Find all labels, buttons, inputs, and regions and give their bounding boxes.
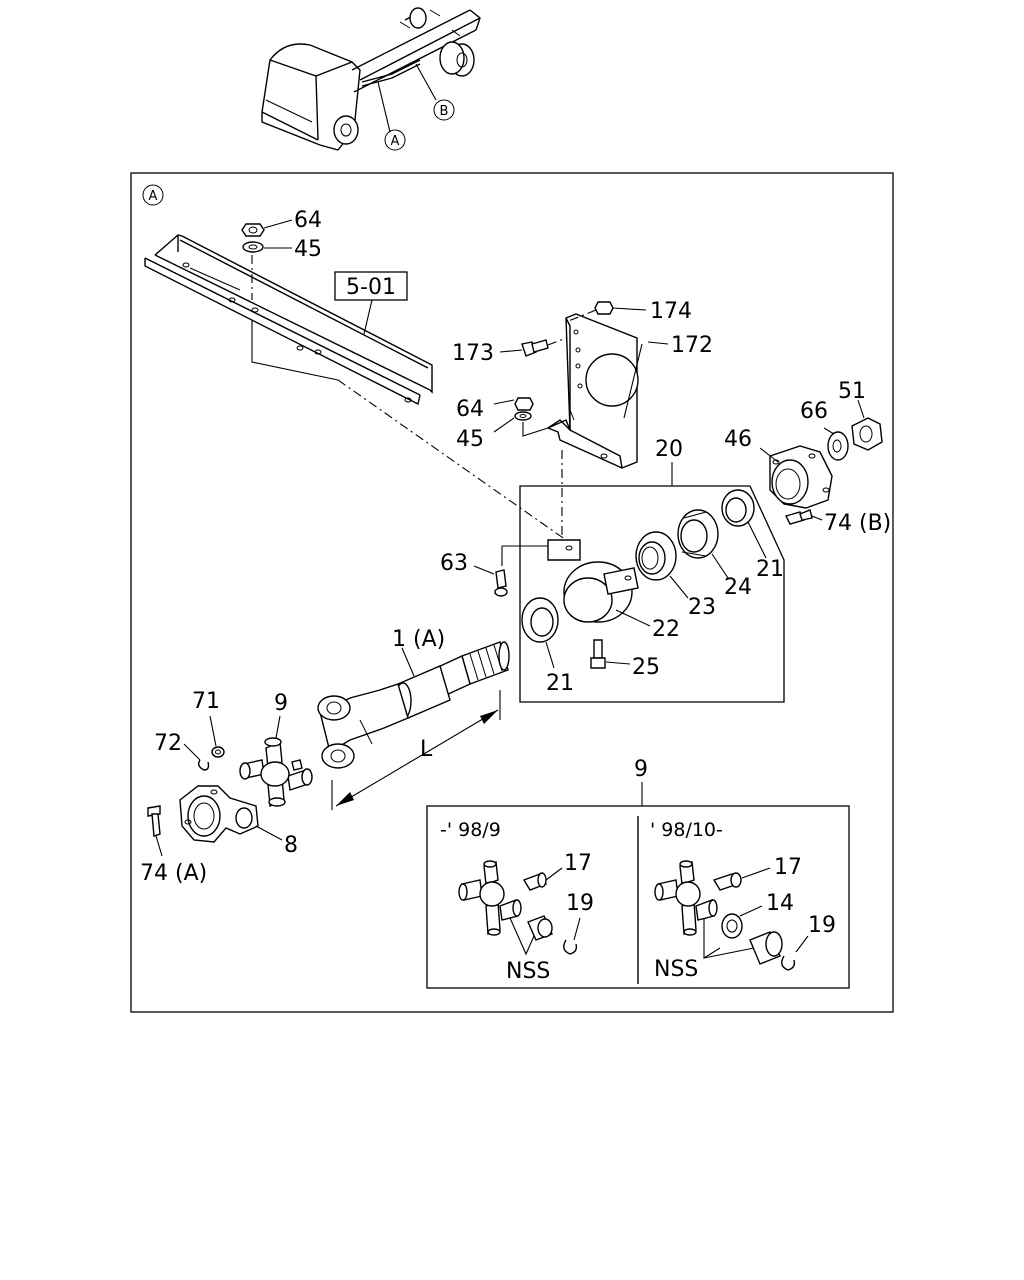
label-9-main: 9	[274, 691, 288, 716]
grease-nipple-17-right	[712, 872, 742, 891]
frame-rail	[144, 234, 433, 406]
section-ref-5-01: 5-01	[346, 275, 396, 300]
nut-64-top	[241, 223, 265, 237]
label-nss-left: NSS	[506, 959, 550, 984]
label-23: 23	[688, 595, 716, 620]
label-8: 8	[284, 833, 298, 858]
label-19-left: 19	[566, 891, 594, 916]
dust-cover-21-right	[721, 489, 755, 527]
label-17-left: 17	[564, 851, 592, 876]
bearing-cup-right	[749, 931, 783, 965]
label-20: 20	[655, 437, 683, 462]
label-14-right: 14	[766, 891, 794, 916]
label-46: 46	[724, 427, 752, 452]
dust-cover-21-left	[521, 597, 559, 643]
flange-yoke-8	[179, 785, 259, 843]
label-9-detail: 9	[634, 757, 648, 782]
snap-ring-19-left	[563, 939, 578, 955]
label-25: 25	[632, 655, 660, 680]
companion-flange-46	[769, 445, 833, 509]
label-l: L	[420, 737, 433, 762]
callout-a-truck: A	[391, 134, 400, 149]
washer-66	[827, 431, 849, 461]
spider-left	[458, 860, 522, 936]
bolt-74a	[147, 805, 161, 837]
clip-72	[197, 759, 210, 771]
nut-174	[594, 301, 614, 315]
bolt-173	[521, 339, 549, 357]
bearing-23	[635, 531, 677, 581]
detail-right-title: ' 98/10-	[650, 819, 723, 841]
label-51: 51	[838, 379, 866, 404]
label-19-right: 19	[808, 913, 836, 938]
detail-left-title: -' 98/9	[440, 819, 501, 841]
bolt-74b	[784, 509, 813, 525]
label-24: 24	[724, 575, 752, 600]
dimension-l	[331, 690, 501, 810]
label-71: 71	[192, 689, 220, 714]
seal-14-right	[721, 913, 743, 939]
label-66: 66	[800, 399, 828, 424]
nut-64-mid	[514, 397, 534, 411]
label-22: 22	[652, 617, 680, 642]
grease-nipple-25	[590, 639, 606, 669]
bolt-63	[494, 569, 508, 597]
label-64-mid: 64	[456, 397, 484, 422]
label-17-right: 17	[774, 855, 802, 880]
bearing-housing-22	[547, 539, 639, 623]
label-45-mid: 45	[456, 427, 484, 452]
washer-45-mid	[514, 411, 532, 421]
label-74b: 74 (B)	[824, 511, 891, 536]
label-21-right: 21	[756, 557, 784, 582]
label-173: 173	[452, 341, 494, 366]
truck-overview-illustration: A B	[261, 7, 481, 151]
grease-nipple-71	[211, 746, 225, 758]
label-74a: 74 (A)	[140, 861, 207, 886]
label-nss-right: NSS	[654, 957, 698, 982]
label-21-left: 21	[546, 671, 574, 696]
grease-nipple-17-left	[522, 872, 548, 891]
propeller-shaft-1a	[317, 641, 510, 769]
view-a-frame	[130, 172, 894, 1013]
seal-24	[677, 509, 719, 559]
label-45-top: 45	[294, 237, 322, 262]
callout-a-frame: A	[149, 189, 158, 204]
spider-right	[654, 860, 718, 936]
nut-51	[851, 417, 883, 451]
callout-b-truck: B	[440, 104, 449, 119]
washer-45-top	[242, 241, 264, 253]
label-174: 174	[650, 299, 692, 324]
snap-ring-19-right	[781, 955, 796, 971]
bearing-cup-left	[527, 915, 553, 941]
label-63: 63	[440, 551, 468, 576]
label-64-top: 64	[294, 208, 322, 233]
detail-box-9	[426, 805, 850, 989]
label-72: 72	[154, 731, 182, 756]
bracket-172	[546, 313, 639, 469]
label-1a: 1 (A)	[392, 627, 445, 652]
assembly-20-box	[519, 485, 785, 703]
label-172: 172	[671, 333, 713, 358]
universal-joint-9	[239, 737, 313, 808]
